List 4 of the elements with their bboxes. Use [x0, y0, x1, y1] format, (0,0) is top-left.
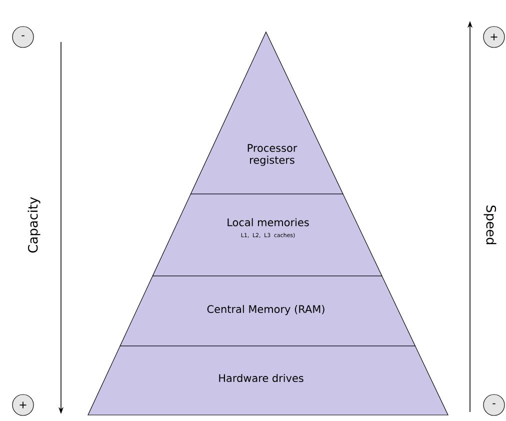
pyramid-band: Central Memory (RAM) — [120, 276, 416, 346]
axis-label: Speed — [484, 206, 496, 244]
pyramid-band: Hardware drives — [88, 346, 448, 416]
axis-label: Capacity — [28, 197, 40, 253]
